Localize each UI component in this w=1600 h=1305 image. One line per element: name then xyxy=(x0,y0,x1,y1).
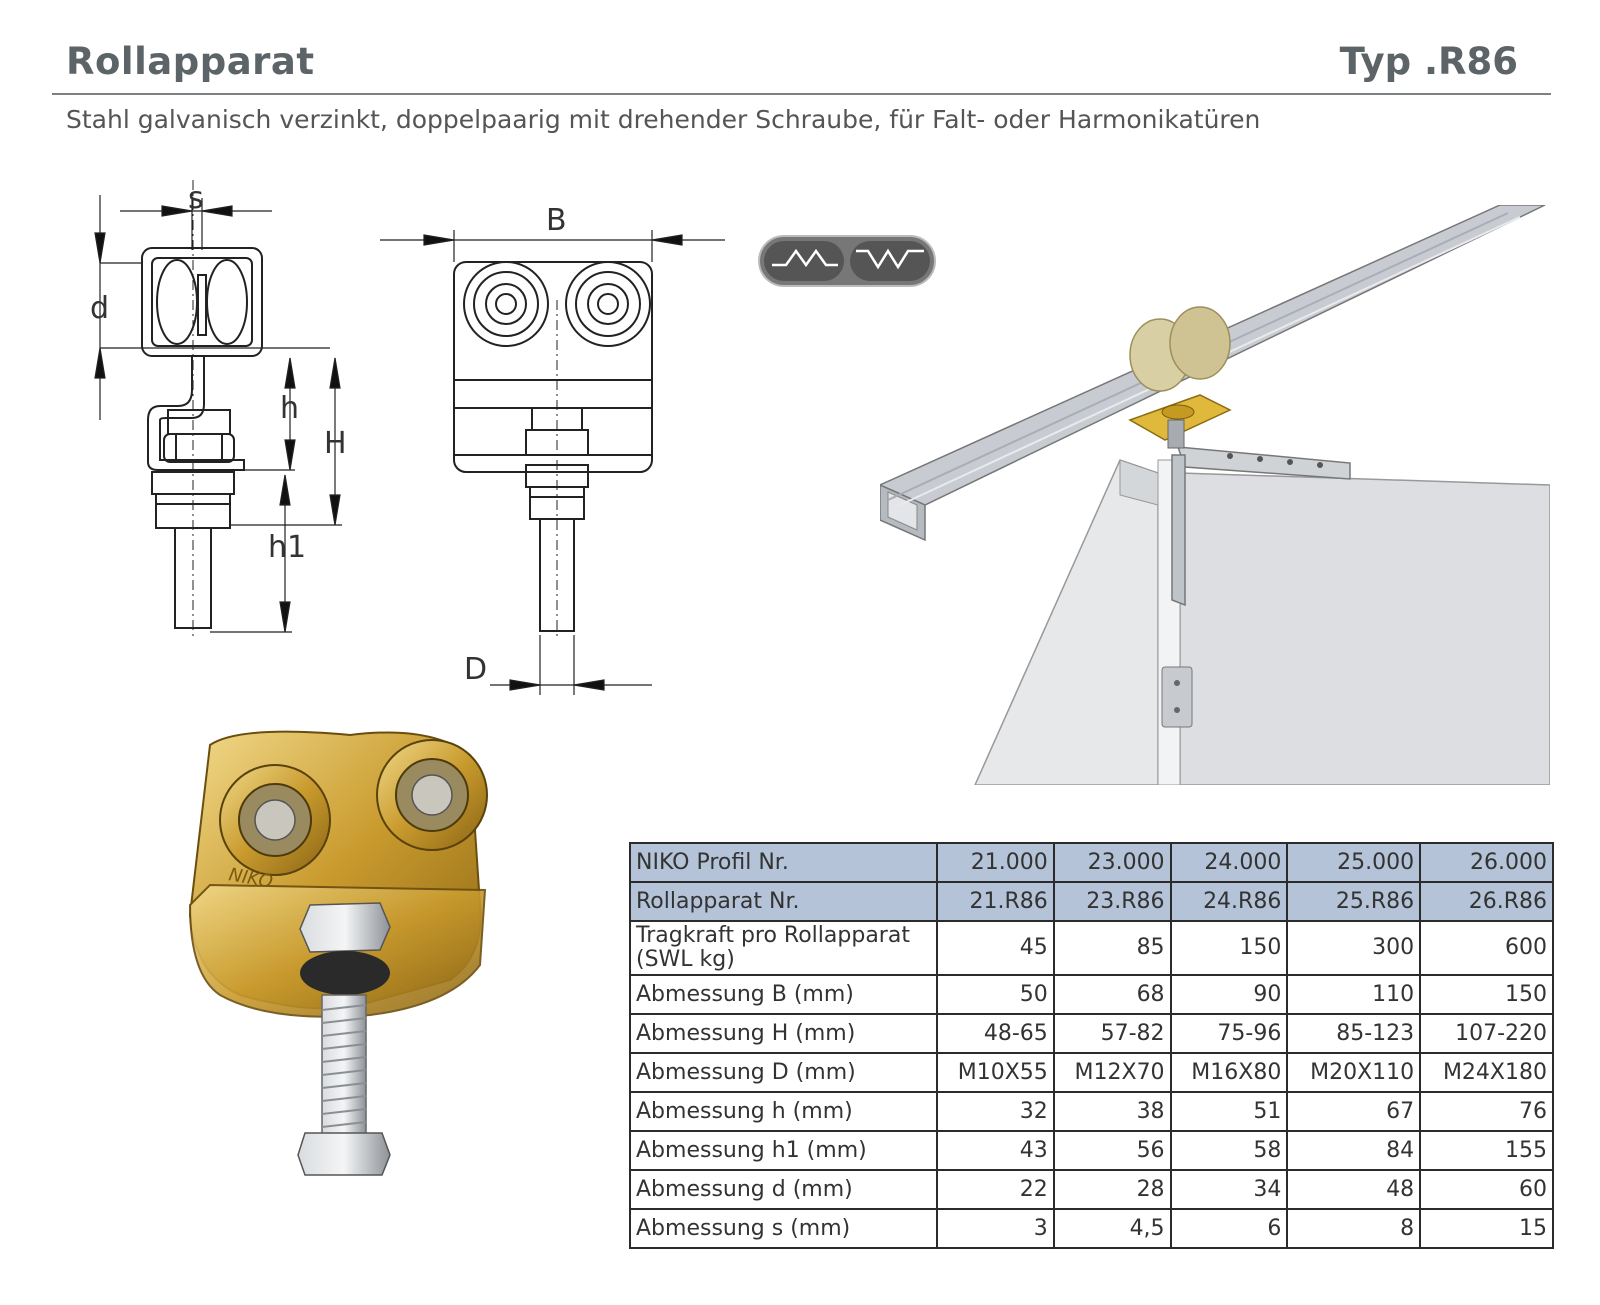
table-cell: 25.000 xyxy=(1286,842,1422,883)
table-cell: M24X180 xyxy=(1419,1052,1554,1093)
front-view-drawing: B D xyxy=(380,203,725,695)
table-cell: 25.R86 xyxy=(1286,881,1422,922)
table-cell: 48 xyxy=(1286,1169,1422,1210)
table-cell: 24.R86 xyxy=(1169,881,1289,922)
table-cell: 50 xyxy=(936,974,1055,1015)
row-label: Abmessung H (mm) xyxy=(629,1013,938,1054)
table-cell: 26.R86 xyxy=(1419,881,1554,922)
page-title: Rollapparat xyxy=(66,40,315,83)
table-cell: 68 xyxy=(1052,974,1172,1015)
table-cell: M20X110 xyxy=(1286,1052,1422,1093)
table-cell: 75-96 xyxy=(1169,1013,1289,1054)
table-cell: 57-82 xyxy=(1052,1013,1172,1054)
table-cell: 21.R86 xyxy=(936,881,1055,922)
table-cell: M10X55 xyxy=(936,1052,1055,1093)
table-cell: 85-123 xyxy=(1286,1013,1422,1054)
table-cell: 23.R86 xyxy=(1052,881,1172,922)
table-cell: 4,5 xyxy=(1052,1208,1172,1249)
table-cell: 85 xyxy=(1052,920,1172,976)
table-cell: M16X80 xyxy=(1169,1052,1289,1093)
table-cell: 8 xyxy=(1286,1208,1422,1249)
dim-label-B: B xyxy=(546,203,567,238)
dim-label-H: H xyxy=(324,426,347,461)
table-cell: 22 xyxy=(936,1169,1055,1210)
row-label: Abmessung h (mm) xyxy=(629,1091,938,1132)
table-cell: 38 xyxy=(1052,1091,1172,1132)
table-cell: 48-65 xyxy=(936,1013,1055,1054)
table-cell: 43 xyxy=(936,1130,1055,1171)
table-cell: 76 xyxy=(1419,1091,1554,1132)
dim-label-s: s xyxy=(188,181,204,216)
table-cell: 24.000 xyxy=(1169,842,1289,883)
table-cell: 26.000 xyxy=(1419,842,1554,883)
row-label: NIKO Profil Nr. xyxy=(629,842,938,883)
installation-illustration xyxy=(880,205,1550,785)
table-cell: 56 xyxy=(1052,1130,1172,1171)
table-cell: 3 xyxy=(936,1208,1055,1249)
table-cell: 23.000 xyxy=(1052,842,1172,883)
table-cell: 110 xyxy=(1286,974,1422,1015)
row-label: Abmessung s (mm) xyxy=(629,1208,938,1249)
row-label: Tragkraft pro Rollapparat (SWL kg) xyxy=(629,920,938,976)
table-cell: 45 xyxy=(936,920,1055,976)
dim-label-h: h xyxy=(280,391,299,426)
dim-label-D: D xyxy=(464,652,487,687)
table-cell: 6 xyxy=(1169,1208,1289,1249)
table-cell: 32 xyxy=(936,1091,1055,1132)
row-label: Abmessung D (mm) xyxy=(629,1052,938,1093)
row-label: Rollapparat Nr. xyxy=(629,881,938,922)
table-cell: 90 xyxy=(1169,974,1289,1015)
table-cell: 155 xyxy=(1419,1130,1554,1171)
track-profile-icon xyxy=(772,248,924,270)
dim-label-d: d xyxy=(90,291,109,326)
row-label: Abmessung d (mm) xyxy=(629,1169,938,1210)
table-cell: 34 xyxy=(1169,1169,1289,1210)
table-cell: 28 xyxy=(1052,1169,1172,1210)
product-photo: NIKO xyxy=(188,730,488,1176)
table-cell: 300 xyxy=(1286,920,1422,976)
track-profile-badge xyxy=(758,235,936,287)
dim-label-h1: h1 xyxy=(268,530,306,565)
table-cell: M12X70 xyxy=(1052,1052,1172,1093)
table-cell: 67 xyxy=(1286,1091,1422,1132)
table-cell: 51 xyxy=(1169,1091,1289,1132)
row-label: Abmessung B (mm) xyxy=(629,974,938,1015)
table-cell: 58 xyxy=(1169,1130,1289,1171)
table-cell: 84 xyxy=(1286,1130,1422,1171)
table-cell: 60 xyxy=(1419,1169,1554,1210)
table-cell: 21.000 xyxy=(936,842,1055,883)
page-subtitle: Stahl galvanisch verzinkt, doppelpaarig … xyxy=(66,105,1261,134)
side-view-drawing: s d h H h1 xyxy=(90,180,347,640)
title-divider xyxy=(52,93,1551,95)
table-cell: 107-220 xyxy=(1419,1013,1554,1054)
row-label: Abmessung h1 (mm) xyxy=(629,1130,938,1171)
table-cell: 150 xyxy=(1169,920,1289,976)
table-cell: 150 xyxy=(1419,974,1554,1015)
table-cell: 15 xyxy=(1419,1208,1554,1249)
type-label: Typ .R86 xyxy=(1339,40,1518,83)
table-cell: 600 xyxy=(1419,920,1554,976)
